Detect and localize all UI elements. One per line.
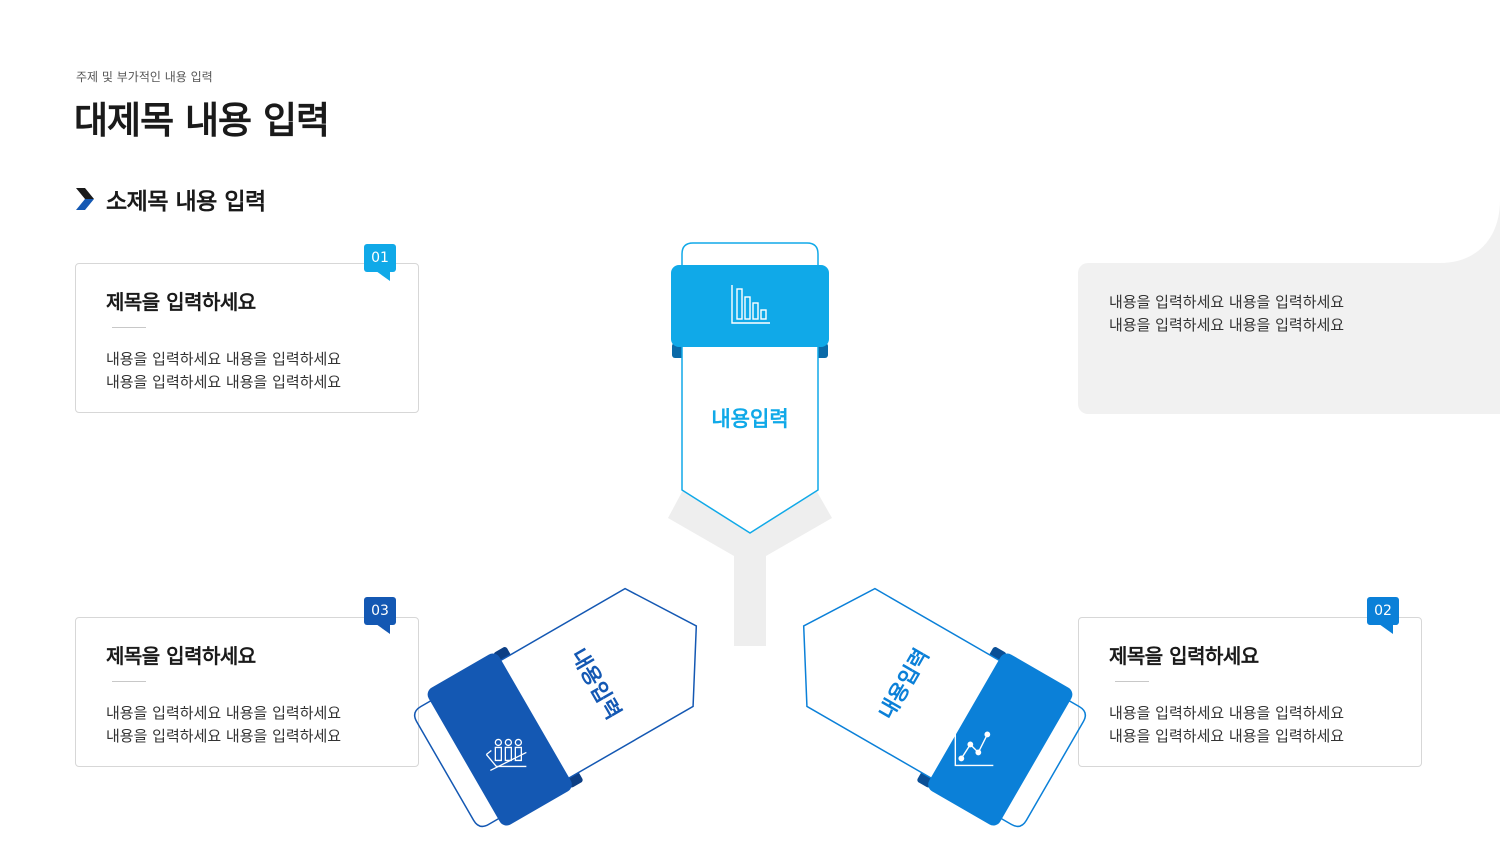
- number-badge-03: 03: [364, 597, 396, 634]
- panel-body: 내용을 입력하세요 내용을 입력하세요 내용을 입력하세요 내용을 입력하세요: [1109, 291, 1344, 337]
- diagram-arm-1: 내용입력: [671, 242, 829, 534]
- card-line: 내용을 입력하세요 내용을 입력하세요: [106, 373, 342, 391]
- section-heading: 소제목 내용 입력: [74, 184, 266, 215]
- line-chart-icon: [954, 727, 994, 767]
- card-title: 제목을 입력하세요: [1109, 644, 1259, 668]
- arm-1-label: 내용입력: [711, 407, 788, 431]
- badge-number: 02: [1374, 603, 1392, 619]
- panel-corner-decoration: [1440, 200, 1500, 263]
- diagram-arm-3: 내용입력: [413, 587, 698, 828]
- card-03: 제목을 입력하세요 내용을 입력하세요 내용을 입력하세요 내용을 입력하세요 …: [75, 617, 419, 767]
- card-divider: [112, 327, 146, 328]
- people-growth-icon: [485, 738, 527, 772]
- number-badge-01: 01: [364, 244, 396, 281]
- card-body: 내용을 입력하세요 내용을 입력하세요 내용을 입력하세요 내용을 입력하세요: [1109, 702, 1344, 748]
- chevron-right-icon: [76, 188, 94, 210]
- header-subtitle: 주제 및 부가적인 내용 입력: [76, 70, 213, 84]
- card-line: 내용을 입력하세요 내용을 입력하세요: [106, 704, 342, 722]
- card-body: 내용을 입력하세요 내용을 입력하세요 내용을 입력하세요 내용을 입력하세요: [106, 702, 341, 748]
- badge-number: 03: [371, 603, 389, 619]
- card-01: 제목을 입력하세요 내용을 입력하세요 내용을 입력하세요 내용을 입력하세요 …: [75, 263, 419, 413]
- card-02: 제목을 입력하세요 내용을 입력하세요 내용을 입력하세요 내용을 입력하세요 …: [1078, 617, 1422, 767]
- number-badge-02: 02: [1367, 597, 1399, 634]
- badge-number: 01: [371, 250, 389, 266]
- card-line: 내용을 입력하세요 내용을 입력하세요: [106, 350, 342, 368]
- section-title: 소제목 내용 입력: [106, 189, 266, 215]
- bar-chart-icon: [731, 285, 770, 324]
- panel-line: 내용을 입력하세요 내용을 입력하세요: [1109, 293, 1345, 311]
- card-divider: [112, 681, 146, 682]
- card-title: 제목을 입력하세요: [106, 290, 256, 314]
- diagram-arm-2: 내용입력: [802, 587, 1087, 828]
- card-line: 내용을 입력하세요 내용을 입력하세요: [1109, 727, 1345, 745]
- center-y-shape: [668, 490, 832, 646]
- card-line: 내용을 입력하세요 내용을 입력하세요: [106, 727, 342, 745]
- card-body: 내용을 입력하세요 내용을 입력하세요 내용을 입력하세요 내용을 입력하세요: [106, 348, 341, 394]
- card-divider: [1115, 681, 1149, 682]
- info-panel: 내용을 입력하세요 내용을 입력하세요 내용을 입력하세요 내용을 입력하세요: [1078, 263, 1500, 414]
- arm-1-tab-outline: [681, 242, 819, 266]
- panel-line: 내용을 입력하세요 내용을 입력하세요: [1109, 316, 1345, 334]
- card-title: 제목을 입력하세요: [106, 644, 256, 668]
- page-title: 대제목 내용 입력: [74, 99, 330, 142]
- card-line: 내용을 입력하세요 내용을 입력하세요: [1109, 704, 1345, 722]
